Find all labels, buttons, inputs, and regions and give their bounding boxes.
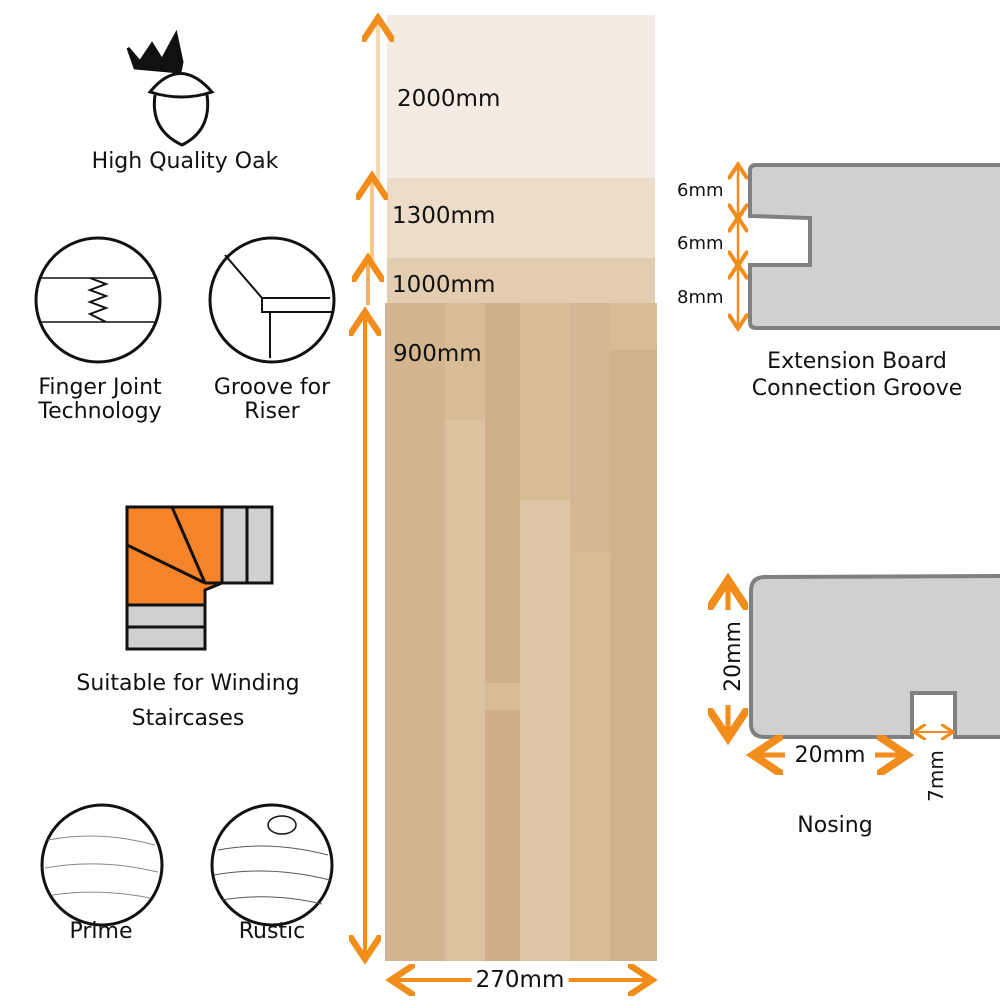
nosing-groove-width: 7mm [923,750,948,802]
extension-groove-profile [738,165,1000,328]
nosing-title: Nosing [797,813,873,838]
label-line: Connection Groove [751,376,963,401]
finger-joint-icon [34,236,162,364]
label-line: Extension Board [767,349,947,374]
label-line: Riser [244,399,300,424]
groove-dim-top: 6mm [677,180,724,201]
length-1300: 1300mm [392,203,496,229]
prime-wood-icon [40,803,164,927]
feature-rustic-label: Rustic [238,919,306,944]
length-1000: 1000mm [392,272,496,298]
label-line: Technology [38,399,162,424]
oak-board [385,15,657,961]
nosing-profile [728,576,1000,755]
groove-dim-middle: 6mm [677,233,724,254]
length-900: 900mm [393,341,482,367]
acorn-crown-icon [126,29,215,147]
board-width: 270mm [471,967,569,993]
label-line: Groove for [213,375,331,400]
rustic-wood-icon [210,803,334,927]
winding-staircase-icon [125,505,274,651]
label-line: Finger Joint [38,375,162,400]
groove-riser-icon [208,236,336,364]
label-line: Staircases [131,706,245,731]
label-line: Suitable for Winding [76,671,300,696]
length-2000: 2000mm [397,86,501,112]
feature-oak-label: High Quality Oak [91,149,279,174]
feature-prime-label: Prime [69,919,133,944]
nosing-depth: 20mm [794,743,866,768]
groove-dim-bottom: 8mm [677,287,724,308]
nosing-height: 20mm [720,621,746,692]
